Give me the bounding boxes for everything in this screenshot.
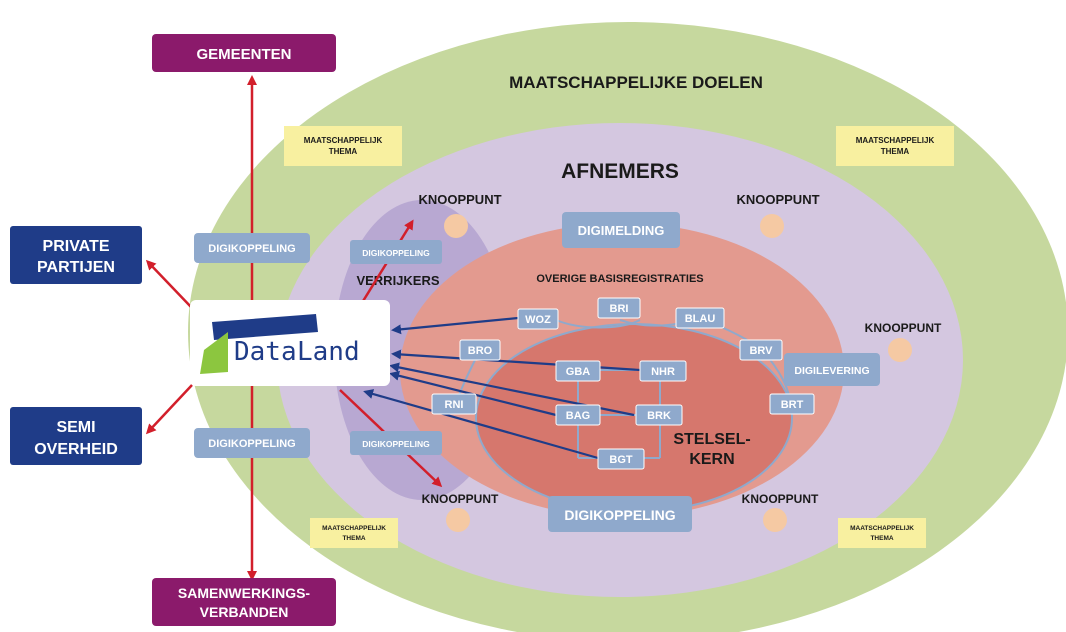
register-bro: BRO (459, 339, 501, 361)
semi-label-line1: SEMI (56, 419, 95, 436)
digikoppeling-box-bottom-center: DIGIKOPPELING (548, 496, 692, 532)
register-brk-label: BRK (647, 410, 671, 422)
outer-ring-label: MAATSCHAPPELIJKE DOELEN (509, 73, 763, 92)
core-label-line1: STELSEL- (673, 431, 750, 448)
core-label-line2: KERN (689, 451, 734, 468)
knooppunt-top-left-dot (444, 214, 468, 238)
register-woz: WOZ (517, 308, 559, 330)
private-label-line1: PRIVATE (43, 238, 110, 255)
knooppunt-right-label: KNOOPPUNT (865, 321, 942, 335)
digikoppeling-verrijkers-bottom-label: DIGIKOPPELING (362, 439, 430, 449)
private-label-line2: PARTIJEN (37, 259, 115, 276)
theme-top-right-line1: MAATSCHAPPELIJK (856, 136, 935, 145)
theme-box-bottom-left: MAATSCHAPPELIJK THEMA (310, 518, 398, 548)
knooppunt-top-left-label: KNOOPPUNT (418, 192, 501, 207)
register-blau: BLAU (675, 307, 725, 329)
digikoppeling-top-left-label: DIGIKOPPELING (208, 243, 295, 255)
digilevering-label: DIGILEVERING (794, 365, 869, 377)
register-blau-label: BLAU (685, 313, 716, 325)
register-brv-label: BRV (749, 345, 773, 357)
semi-label-line2: OVERHEID (34, 441, 118, 458)
digikoppeling-box-verrijkers-bottom: DIGIKOPPELING (350, 431, 442, 455)
register-gba-label: GBA (566, 366, 591, 378)
theme-box-top-left: MAATSCHAPPELIJK THEMA (284, 126, 402, 166)
gemeenten-label: GEMEENTEN (196, 46, 291, 63)
samenwerkingsverbanden-box: SAMENWERKINGS- VERBANDEN (152, 578, 336, 626)
digikoppeling-box-verrijkers-top: DIGIKOPPELING (350, 240, 442, 264)
register-rni: RNI (431, 393, 477, 415)
theme-top-left-line1: MAATSCHAPPELIJK (304, 136, 383, 145)
samen-label-line2: VERBANDEN (200, 604, 289, 620)
digikoppeling-box-top-left: DIGIKOPPELING (194, 233, 310, 263)
digilevering-box: DIGILEVERING (784, 353, 880, 386)
theme-box-top-right: MAATSCHAPPELIJK THEMA (836, 126, 954, 166)
verrijkers-label: VERRIJKERS (356, 273, 439, 288)
theme-box-bottom-right: MAATSCHAPPELIJK THEMA (838, 518, 926, 548)
register-bri: BRI (597, 297, 641, 319)
knooppunt-bottom-left-dot (446, 508, 470, 532)
knooppunt-right-dot (888, 338, 912, 362)
logo-text-data: Data (234, 337, 297, 367)
register-brv: BRV (739, 339, 783, 361)
samen-label-line1: SAMENWERKINGS- (178, 585, 311, 601)
arrow-to-semi (145, 384, 193, 435)
knooppunt-bottom-right-dot (763, 508, 787, 532)
register-rni-label: RNI (445, 399, 464, 411)
theme-bottom-left-line2: THEMA (342, 535, 365, 542)
knooppunt-top-right-label: KNOOPPUNT (736, 192, 819, 207)
register-brt-label: BRT (781, 399, 804, 411)
register-woz-label: WOZ (525, 314, 551, 326)
register-nhr-label: NHR (651, 366, 675, 378)
digikoppeling-box-bottom-left: DIGIKOPPELING (194, 428, 310, 458)
register-brk: BRK (635, 404, 683, 426)
knooppunt-bottom-left-label: KNOOPPUNT (422, 492, 499, 506)
register-bri-label: BRI (610, 303, 629, 315)
register-bag-label: BAG (566, 410, 590, 422)
digikoppeling-bottom-center-label: DIGIKOPPELING (564, 507, 675, 523)
inner-ring-label: OVERIGE BASISREGISTRATIES (536, 273, 703, 285)
digimelding-box: DIGIMELDING (562, 212, 680, 248)
register-brt: BRT (769, 393, 815, 415)
private-partijen-box: PRIVATE PARTIJEN (10, 226, 142, 284)
theme-bottom-left-line1: MAATSCHAPPELIJK (322, 525, 386, 532)
dataland-logo: Data Land (190, 300, 390, 386)
register-bag: BAG (555, 404, 601, 426)
arrow-to-private (145, 259, 193, 309)
register-bro-label: BRO (468, 345, 493, 357)
theme-bottom-right-line1: MAATSCHAPPELIJK (850, 525, 914, 532)
register-bgt: BGT (597, 448, 645, 470)
digimelding-label: DIGIMELDING (578, 223, 665, 238)
knooppunt-bottom-right-label: KNOOPPUNT (742, 492, 819, 506)
register-gba: GBA (555, 360, 601, 382)
logo-text-land: Land (297, 337, 360, 367)
knooppunt-top-right-dot (760, 214, 784, 238)
register-bgt-label: BGT (609, 454, 633, 466)
digikoppeling-verrijkers-top-label: DIGIKOPPELING (362, 248, 430, 258)
middle-ring-label: AFNEMERS (561, 160, 679, 183)
theme-top-right-line2: THEMA (881, 147, 910, 156)
logo-navy-shape (212, 314, 318, 340)
gemeenten-box: GEMEENTEN (152, 34, 336, 72)
digikoppeling-bottom-left-label: DIGIKOPPELING (208, 438, 295, 450)
logo-green-shape (200, 332, 228, 374)
register-nhr: NHR (639, 360, 687, 382)
theme-top-left-line2: THEMA (329, 147, 358, 156)
theme-bottom-right-line2: THEMA (870, 535, 893, 542)
semi-overheid-box: SEMI OVERHEID (10, 407, 142, 465)
